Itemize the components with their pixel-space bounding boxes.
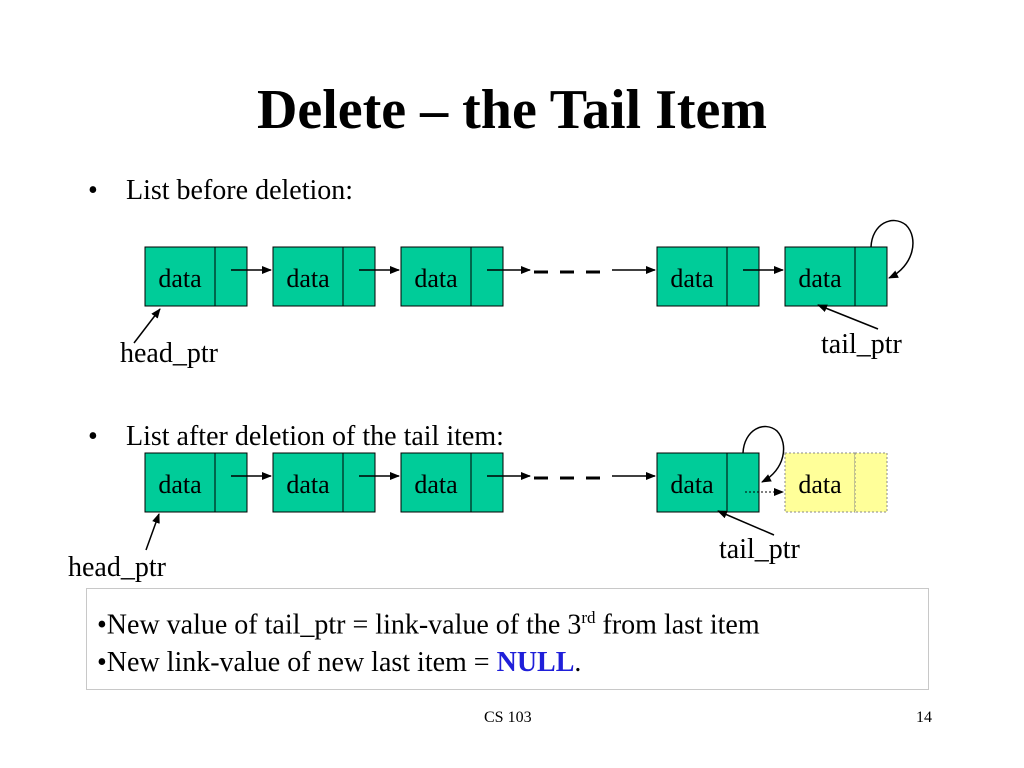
note-line-2-suffix: . bbox=[574, 647, 582, 679]
note-line-2-prefix: •New link-value of new last item = bbox=[97, 647, 497, 679]
self-loop-arrow bbox=[742, 425, 785, 483]
footer-page-number: 14 bbox=[916, 709, 932, 726]
node-label: data bbox=[798, 470, 842, 499]
list-after: data data data data data bbox=[68, 425, 888, 583]
node-label: data bbox=[670, 264, 714, 293]
list-node: data bbox=[144, 246, 248, 307]
node-label: data bbox=[158, 470, 202, 499]
head-pointer-label: head_ptr bbox=[120, 338, 219, 369]
node-data-cell bbox=[784, 452, 856, 513]
node-data-cell bbox=[656, 452, 728, 513]
node-link-cell bbox=[726, 246, 760, 307]
node-data-cell bbox=[272, 452, 344, 513]
node-link-cell bbox=[854, 452, 888, 513]
list-node: data bbox=[400, 452, 504, 513]
node-link-cell bbox=[470, 452, 504, 513]
self-loop-arrow bbox=[870, 219, 914, 279]
slide-title: Delete – the Tail Item bbox=[256, 79, 768, 141]
bullet-after: • List after deletion of the tail item: bbox=[88, 421, 504, 453]
head-pointer-arrow bbox=[133, 308, 161, 344]
note-line-1-prefix: •New value of tail_ptr = link-value of t… bbox=[97, 609, 582, 641]
node-data-cell bbox=[400, 452, 472, 513]
note-line-null-link: •New link-value of new last item = NULL. bbox=[97, 644, 928, 682]
node-data-cell bbox=[144, 246, 216, 307]
note-line-1-superscript: rd bbox=[581, 608, 596, 627]
bullet-marker: • bbox=[88, 421, 98, 452]
node-data-cell bbox=[656, 246, 728, 307]
node-link-cell bbox=[342, 452, 376, 513]
node-label: data bbox=[158, 264, 202, 293]
bullet-marker: • bbox=[88, 175, 98, 206]
list-node-new-tail: data bbox=[656, 452, 760, 513]
node-label: data bbox=[286, 264, 330, 293]
note-line-1-suffix: from last item bbox=[595, 609, 760, 641]
node-link-cell bbox=[470, 246, 504, 307]
bullet-after-text: List after deletion of the tail item: bbox=[126, 421, 504, 452]
node-link-cell bbox=[342, 246, 376, 307]
list-node: data bbox=[272, 452, 376, 513]
notes-box: •New value of tail_ptr = link-value of t… bbox=[86, 588, 929, 690]
list-node: data bbox=[400, 246, 504, 307]
node-link-cell bbox=[854, 246, 888, 307]
node-data-cell bbox=[272, 246, 344, 307]
tail-pointer-label: tail_ptr bbox=[821, 329, 903, 360]
node-label: data bbox=[798, 264, 842, 293]
footer-course: CS 103 bbox=[484, 709, 532, 726]
head-pointer-label: head_ptr bbox=[68, 552, 167, 583]
list-node: data bbox=[272, 246, 376, 307]
list-node-tail: data bbox=[784, 246, 888, 307]
head-pointer-arrow bbox=[145, 513, 160, 551]
node-label: data bbox=[414, 264, 458, 293]
node-data-cell bbox=[784, 246, 856, 307]
null-keyword: NULL bbox=[496, 647, 575, 679]
tail-pointer-arrow bbox=[817, 304, 879, 330]
list-node-deleted: data bbox=[784, 452, 888, 513]
node-link-cell bbox=[726, 452, 760, 513]
bullet-before: • List before deletion: bbox=[88, 175, 353, 207]
node-label: data bbox=[670, 470, 714, 499]
node-data-cell bbox=[144, 452, 216, 513]
note-line-tail-ptr: •New value of tail_ptr = link-value of t… bbox=[97, 599, 928, 644]
list-node: data bbox=[144, 452, 248, 513]
tail-pointer-label: tail_ptr bbox=[719, 534, 801, 565]
node-label: data bbox=[414, 470, 458, 499]
node-label: data bbox=[286, 470, 330, 499]
node-link-cell bbox=[214, 452, 248, 513]
bullet-before-text: List before deletion: bbox=[126, 175, 354, 206]
list-node: data bbox=[656, 246, 760, 307]
node-link-cell bbox=[214, 246, 248, 307]
list-before: data data data data bbox=[120, 219, 914, 369]
tail-pointer-arrow bbox=[717, 510, 775, 536]
